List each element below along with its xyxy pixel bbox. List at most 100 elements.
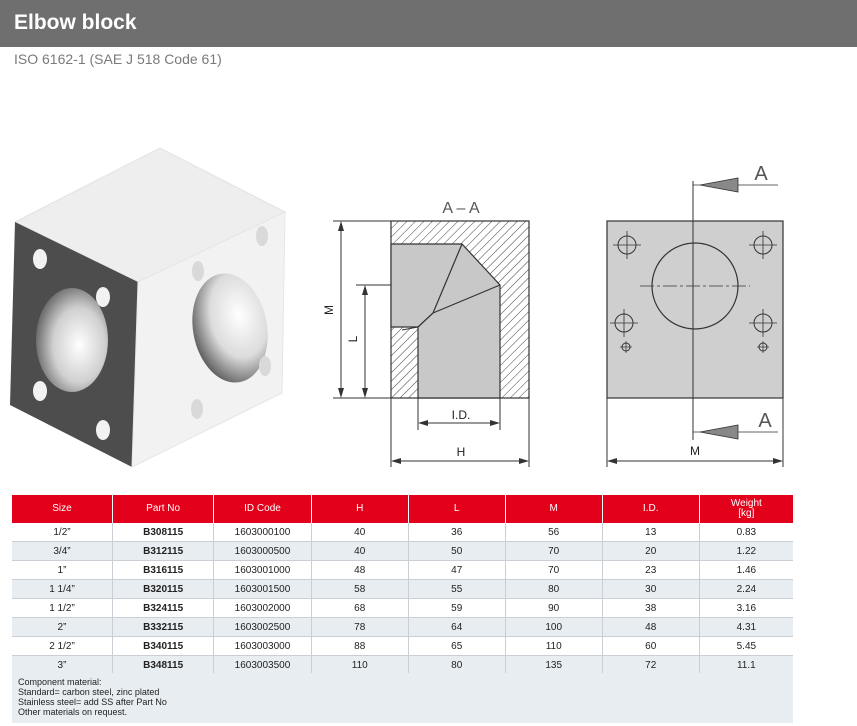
cell-h: 48 — [311, 560, 409, 580]
cell-weight: 1.46 — [699, 560, 793, 580]
section-cavity — [390, 243, 501, 399]
left-face-bolt-hole — [96, 420, 110, 440]
cell-id: 30 — [602, 579, 700, 599]
cell-id-code: 1603001500 — [213, 579, 312, 599]
col-header: Part No — [112, 495, 215, 523]
cell-size: 3” — [12, 655, 113, 675]
cell-m: 56 — [505, 523, 603, 542]
cell-l: 64 — [408, 617, 506, 637]
cell-m: 70 — [505, 560, 603, 580]
cell-part-no: B340115 — [112, 636, 215, 656]
cell-weight: 5.45 — [699, 636, 793, 656]
col-header: H — [311, 495, 409, 523]
cell-part-no: B320115 — [112, 579, 215, 599]
cell-size: 1/2” — [12, 523, 113, 542]
right-face-bolt-hole — [256, 226, 268, 246]
front-small-hole — [620, 341, 632, 353]
header-bar: Elbow block — [0, 0, 857, 47]
cell-weight: 4.31 — [699, 617, 793, 637]
front-bolt-hole — [749, 309, 777, 337]
left-face-bolt-hole — [33, 381, 47, 401]
cell-m: 90 — [505, 598, 603, 618]
cell-l: 47 — [408, 560, 506, 580]
cell-m: 70 — [505, 541, 603, 561]
cell-m: 100 — [505, 617, 603, 637]
right-face-bolt-hole — [191, 399, 203, 419]
front-bolt-hole — [610, 309, 638, 337]
cell-id-code: 1603002500 — [213, 617, 312, 637]
table-row: 1 1/2” B324115 1603002000 68 59 90 38 3.… — [12, 598, 793, 618]
cell-l: 50 — [408, 541, 506, 561]
cell-size: 2” — [12, 617, 113, 637]
cell-l: 65 — [408, 636, 506, 656]
right-face-bolt-hole — [259, 356, 271, 376]
dim-h-label: H — [457, 445, 466, 459]
cell-h: 40 — [311, 523, 409, 542]
cell-h: 68 — [311, 598, 409, 618]
cell-size: 1 1/2” — [12, 598, 113, 618]
section-marker-top: A — [754, 163, 768, 185]
cell-id: 38 — [602, 598, 700, 618]
table-row: 3/4” B312115 1603000500 40 50 70 20 1.22 — [12, 541, 793, 561]
table-row: 2” B332115 1603002500 78 64 100 48 4.31 — [12, 617, 793, 637]
table-row: 3” B348115 1603003500 110 80 135 72 11.1 — [12, 655, 793, 675]
cell-size: 3/4” — [12, 541, 113, 561]
dim-m-label: M — [322, 305, 336, 315]
cell-l: 55 — [408, 579, 506, 599]
cell-id: 13 — [602, 523, 700, 542]
note-line: Stainless steel= add SS after Part No — [18, 697, 167, 707]
section-view: A – A M L I.D. H — [322, 200, 530, 467]
cell-h: 110 — [311, 655, 409, 675]
cell-id-code: 1603002000 — [213, 598, 312, 618]
front-view: A A M — [606, 163, 784, 467]
cell-h: 88 — [311, 636, 409, 656]
material-notes: Component material: Standard= carbon ste… — [12, 673, 793, 723]
col-header: M — [505, 495, 603, 523]
cell-l: 36 — [408, 523, 506, 542]
cell-l: 80 — [408, 655, 506, 675]
cell-id-code: 1603000100 — [213, 523, 312, 542]
cell-id: 20 — [602, 541, 700, 561]
cell-m: 135 — [505, 655, 603, 675]
left-face-bore — [36, 288, 108, 392]
dim-id-label: I.D. — [452, 408, 471, 422]
cell-id-code: 1603003500 — [213, 655, 312, 675]
dim-l-label: L — [346, 335, 360, 342]
col-header: Size — [12, 495, 113, 523]
left-face-bolt-hole — [33, 249, 47, 269]
cell-id-code: 1603000500 — [213, 541, 312, 561]
col-header: I.D. — [602, 495, 700, 523]
col-header: Weight [kg] — [699, 495, 793, 523]
cell-id: 72 — [602, 655, 700, 675]
cell-id: 60 — [602, 636, 700, 656]
cell-weight: 11.1 — [699, 655, 793, 675]
table-row: 1/2” B308115 1603000100 40 36 56 13 0.83 — [12, 523, 793, 542]
section-label: A – A — [442, 200, 480, 217]
table-header-row: Size Part No ID Code H L M I.D. Weight [… — [12, 495, 793, 523]
left-face-bolt-hole — [96, 287, 110, 307]
col-header: ID Code — [213, 495, 312, 523]
table-row: 2 1/2” B340115 1603003000 88 65 110 60 5… — [12, 636, 793, 656]
front-bolt-hole — [749, 231, 777, 259]
page-title: Elbow block — [14, 11, 137, 34]
cell-part-no: B324115 — [112, 598, 215, 618]
cell-weight: 3.16 — [699, 598, 793, 618]
cell-part-no: B348115 — [112, 655, 215, 675]
cell-part-no: B308115 — [112, 523, 215, 542]
note-line: Standard= carbon steel, zinc plated — [18, 687, 160, 697]
cell-m: 110 — [505, 636, 603, 656]
cell-part-no: B316115 — [112, 560, 215, 580]
cell-size: 2 1/2” — [12, 636, 113, 656]
note-line: Other materials on request. — [18, 707, 128, 717]
front-dim-m-label: M — [690, 444, 700, 458]
col-header: L — [408, 495, 506, 523]
right-face-bore — [192, 273, 268, 383]
cell-m: 80 — [505, 579, 603, 599]
cell-l: 59 — [408, 598, 506, 618]
block-3d-view — [10, 147, 287, 468]
cell-weight: 0.83 — [699, 523, 793, 542]
table-row: 1 1/4” B320115 1603001500 58 55 80 30 2.… — [12, 579, 793, 599]
cell-part-no: B332115 — [112, 617, 215, 637]
cell-id: 23 — [602, 560, 700, 580]
spec-table: Size Part No ID Code H L M I.D. Weight [… — [12, 495, 793, 675]
